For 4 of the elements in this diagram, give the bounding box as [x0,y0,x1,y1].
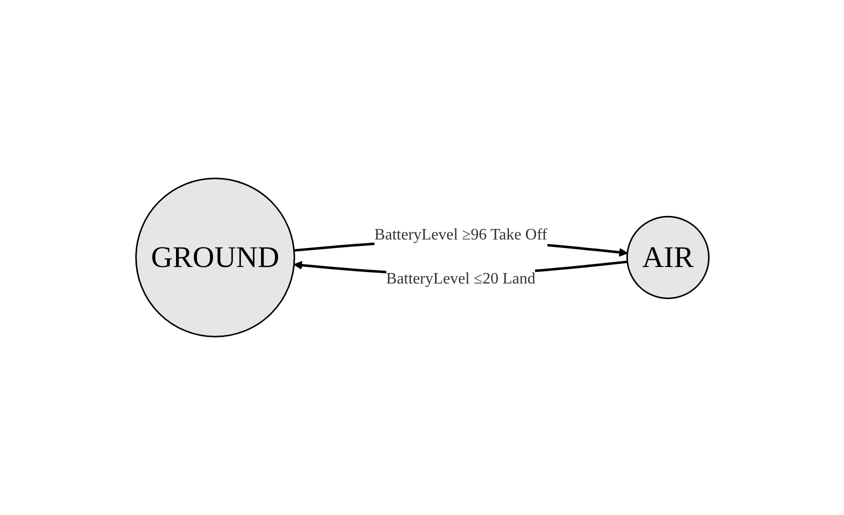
node-circle: AIR [626,216,710,300]
node-circle: GROUND [134,178,295,338]
edge-label: BatteryLevel ≥96 Take Off [374,226,547,244]
edge-label: BatteryLevel ≤20 Land [386,270,535,288]
